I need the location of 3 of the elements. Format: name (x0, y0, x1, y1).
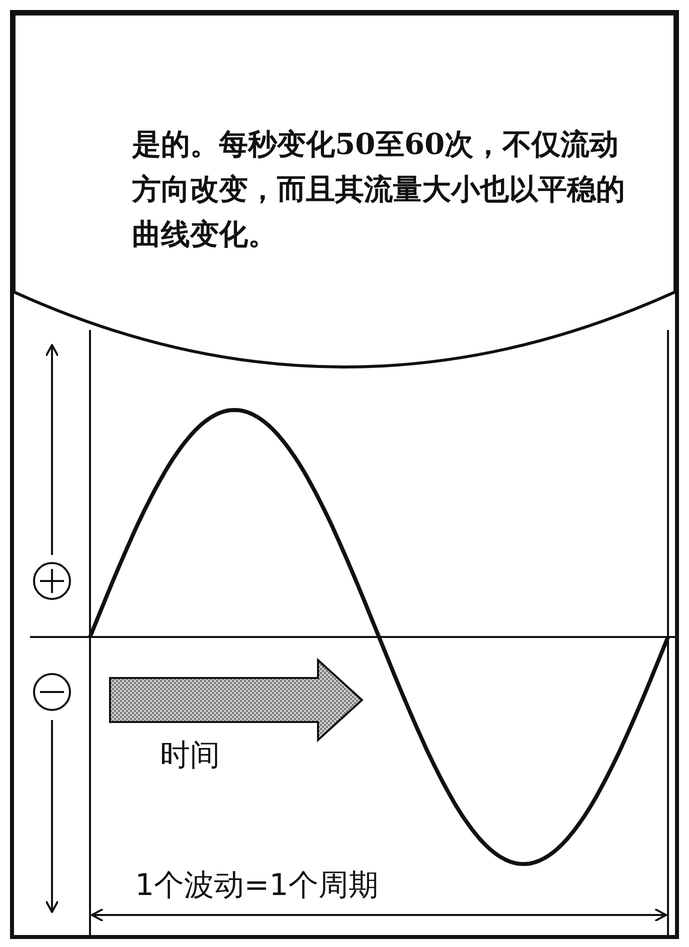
axis-label: 时间 (160, 737, 220, 775)
dimension-label: 1个波动=1个周期 (135, 867, 378, 905)
speech-text: 是的。每秒变化50至60次，不仅流动方向改变，而且其流量大小也以平稳的曲线变化。 (132, 126, 626, 253)
